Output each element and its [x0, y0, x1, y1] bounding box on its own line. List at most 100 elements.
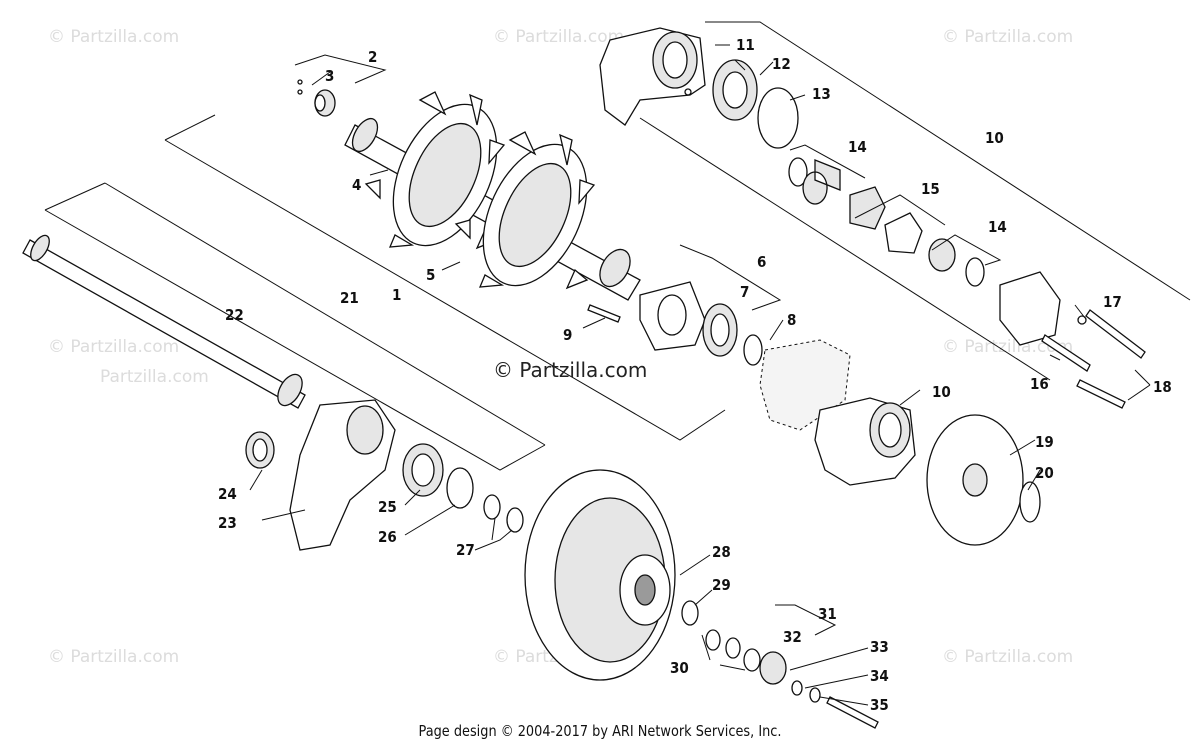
snap-ring: [743, 334, 763, 366]
bearing-cap: [297, 79, 336, 117]
callout-26: 26: [378, 528, 397, 546]
callout-16: 16: [1030, 375, 1049, 393]
callout-14-lower: 14: [988, 218, 1007, 236]
callout-5: 5: [426, 266, 435, 284]
callout-15: 15: [921, 180, 940, 198]
callout-30: 30: [670, 659, 689, 677]
callout-20: 20: [1035, 464, 1054, 482]
flange-bolt: [587, 304, 621, 323]
mounting-plate: [759, 339, 851, 431]
brake-pad: [884, 212, 923, 254]
callout-10-upper: 10: [985, 129, 1004, 147]
callout-12: 12: [772, 55, 791, 73]
grease-fitting: [297, 79, 303, 85]
watermark: © Partzilla.com: [48, 27, 179, 47]
o-ring: [757, 87, 799, 149]
assembly-brackets: [44, 21, 1191, 471]
callout-19: 19: [1035, 433, 1054, 451]
callout-32: 32: [783, 628, 802, 646]
callout-24: 24: [218, 485, 237, 503]
drive-sprocket: [454, 131, 596, 290]
drive-sprocket: [364, 91, 506, 250]
callout-35: 35: [870, 696, 889, 714]
callout-13: 13: [812, 85, 831, 103]
watermark: © Partzilla.com: [48, 337, 179, 357]
callout-17: 17: [1103, 293, 1122, 311]
callout-3: 3: [325, 67, 334, 85]
callout-11: 11: [736, 36, 755, 54]
retaining-ring: [1019, 481, 1041, 523]
callout-31: 31: [818, 605, 837, 623]
bleeder: [1077, 315, 1087, 325]
housing-bore: [346, 405, 384, 455]
flange-hole: [657, 294, 687, 336]
grease-fitting: [297, 89, 303, 95]
callout-33: 33: [870, 638, 889, 656]
callout-8: 8: [787, 311, 796, 329]
washer: [809, 687, 821, 703]
callout-29: 29: [712, 576, 731, 594]
watermark: © Partzilla.com: [493, 27, 624, 47]
callout-22: 22: [225, 306, 244, 324]
spacer: [759, 651, 787, 685]
caliper-pin: [1041, 334, 1091, 372]
shaft-spline-end: [599, 248, 631, 288]
watermark: © Partzilla.com: [48, 647, 179, 667]
callout-18: 18: [1153, 378, 1172, 396]
snap-ring: [446, 467, 474, 509]
shaft-spline-end: [351, 117, 379, 153]
callout-23: 23: [218, 514, 237, 532]
callout-labels: 1 2 3 4 5 6 7 8 9 10 10 11 12 13 14 14 1…: [218, 36, 1172, 714]
callout-21: 21: [340, 289, 359, 307]
callout-2: 2: [368, 48, 377, 66]
callout-7: 7: [740, 283, 749, 301]
caliper-half: [999, 271, 1061, 346]
callout-34: 34: [870, 667, 889, 685]
callout-4: 4: [352, 176, 361, 194]
brake-caliper-upper: [599, 27, 706, 126]
driven-clutch: [524, 469, 676, 681]
bracket-10-bottom: [639, 117, 1051, 381]
brake-caliper-lower: [814, 397, 916, 486]
callout-9: 9: [563, 326, 572, 344]
callout-1: 1: [392, 286, 401, 304]
callout-10-lower: 10: [932, 383, 951, 401]
piston: [802, 159, 841, 205]
caliper-seal-inner: [722, 71, 748, 109]
piston-ring: [788, 157, 808, 187]
callout-27: 27: [456, 541, 475, 559]
lock-washer: [791, 680, 803, 696]
brake-disc-hub: [962, 463, 988, 497]
drive-shaft-assembly: [344, 91, 641, 301]
callout-25: 25: [378, 498, 397, 516]
watermark: Partzilla.com: [100, 367, 209, 387]
piston-ring: [965, 257, 985, 287]
bolt: [826, 696, 879, 729]
leader-lines: [249, 44, 1151, 706]
watermark: © Partzilla.com: [942, 27, 1073, 47]
callout-28: 28: [712, 543, 731, 561]
bracket-1-a: [164, 114, 216, 141]
washer: [506, 507, 524, 533]
piston: [928, 238, 956, 272]
caliper-bolt: [1085, 309, 1146, 359]
footer-copyright: Page design © 2004-2017 by ARI Network S…: [418, 722, 782, 740]
snap-ring: [705, 629, 721, 651]
washer: [483, 494, 501, 520]
snap-ring: [725, 637, 741, 659]
callout-14-upper: 14: [848, 138, 867, 156]
washer: [681, 600, 699, 626]
jackshaft: [22, 234, 306, 409]
snap-ring: [743, 648, 761, 672]
bracket-21-b: [44, 209, 546, 471]
bracket-10-top: [705, 21, 1191, 301]
watermark: © Partzilla.com: [942, 647, 1073, 667]
center-watermark: © Partzilla.com: [493, 358, 647, 382]
bracket-1-b: [164, 139, 726, 441]
bracket-21-c: [104, 182, 546, 446]
callout-6: 6: [757, 253, 766, 271]
bracket-21-a: [44, 182, 106, 211]
bearing-flange-assembly: [587, 281, 763, 366]
brake-pad: [849, 186, 886, 230]
